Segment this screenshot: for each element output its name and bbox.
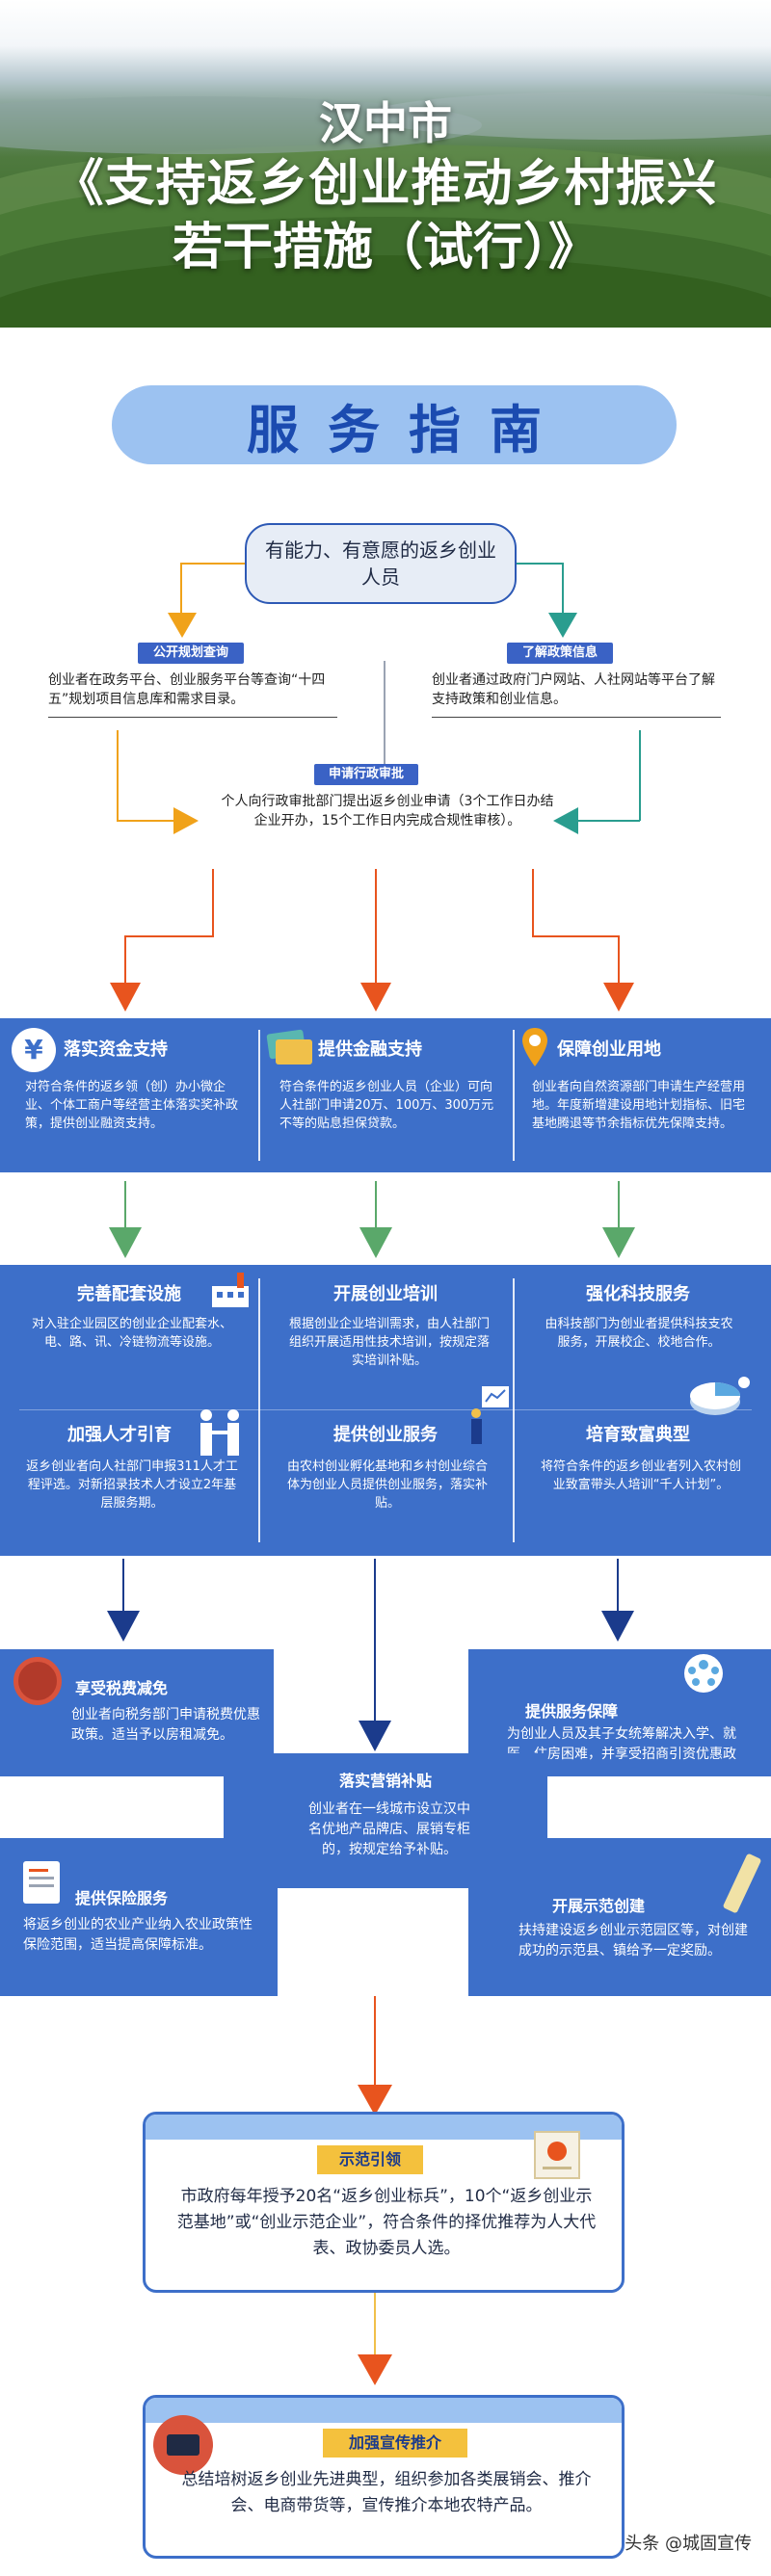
service-title-talent: 加强人才引育 — [67, 1425, 172, 1445]
connector-red-2 — [375, 869, 377, 986]
connector-left-top — [181, 563, 245, 565]
final-box-promotion: 加强宣传推介 总结培树返乡创业先进典型，组织参加各类展销会、推介会、电商带货等，… — [143, 2395, 625, 2559]
connector-right-top — [517, 563, 563, 565]
support-title-funding: 落实资金支持 — [64, 1039, 168, 1060]
tag-admin-approval: 申请行政审批 — [314, 764, 418, 785]
arrow-down-icon — [168, 613, 197, 638]
service-text-training: 根据创业企业培训需求，由人社部门组织开展适用性技术培训，按规定落实培训补贴。 — [288, 1317, 490, 1368]
admin-approval-text: 个人向行政审批部门提出返乡创业申请（3个工作日办结企业开办，15个工作日内完成合… — [221, 794, 554, 828]
bank-card-icon — [266, 1028, 312, 1066]
connector-red-3 — [532, 869, 534, 936]
support-title-finance: 提供金融支持 — [318, 1039, 422, 1060]
arrow-down-icon — [359, 1181, 392, 1258]
arrow-down-icon — [603, 983, 634, 1012]
service-guide-banner: 服务指南 — [112, 385, 677, 464]
benefit-text-insurance: 将返乡创业的农业产业纳入农业政策性保险范围，适当提高保障标准。 — [23, 1917, 253, 1953]
policy-info-text: 创业者通过政府门户网站、人社网站等平台了解支持政策和创业信息。 — [432, 672, 715, 707]
connector-right-down — [562, 563, 564, 617]
scroll-icon — [722, 1853, 762, 1914]
service-text-role-models: 将符合条件的返乡创业者列入农村创业致富带头人培训“千人计划”。 — [540, 1459, 741, 1492]
arrow-down-icon — [360, 983, 391, 1012]
arrow-down-icon — [602, 1181, 635, 1258]
tag-policy-info: 了解政策信息 — [507, 643, 613, 664]
arrow-right-icon — [173, 807, 199, 834]
service-text-talent: 返乡创业者向人社部门申报311人才工程评选。对新招录技术人才设立2年基层服务期。 — [26, 1459, 238, 1511]
benefit-demo: 开展示范创建 扶持建设返乡创业示范园区等，对创建成功的示范县、镇给予一定奖励。 — [468, 1838, 771, 1996]
arrow-down-icon — [359, 1559, 391, 1751]
connector-red-3v — [618, 935, 620, 986]
benefit-title-demo: 开展示范创建 — [551, 1897, 645, 1915]
benefit-text-marketing: 创业者在一线城市设立汉中名优地产品牌店、展销专柜的，按规定给予补贴。 — [308, 1801, 470, 1857]
arrow-left-icon — [553, 807, 578, 834]
document-icon — [23, 1861, 60, 1904]
title-line-2: 《支持返乡创业推动乡村振兴 — [53, 155, 718, 213]
benefit-title-marketing: 落实营销补贴 — [338, 1772, 432, 1790]
arrow-down-icon — [109, 1181, 142, 1258]
connector-right-in — [578, 820, 640, 822]
support-text-funding: 对符合条件的返乡领（创）办小微企业、个体工商户等经营主体落实奖补政策，提供创业融… — [25, 1080, 239, 1131]
arrow-down-icon — [107, 1559, 140, 1642]
title-line-3: 若干措施（试行）》 — [172, 219, 598, 276]
connector-red-1v — [124, 935, 126, 986]
service-title-technology: 强化科技服务 — [586, 1284, 690, 1304]
services-band: 完善配套设施 对入驻企业园区的创业企业配套水、电、路、讯、冷链物流等设施。 开展… — [0, 1265, 771, 1556]
service-title-training: 开展创业培训 — [333, 1284, 438, 1304]
connector-left-down — [180, 563, 182, 617]
arrow-down-icon — [358, 1996, 392, 2116]
start-node-text: 有能力、有意愿的返乡创业人员 — [265, 539, 496, 589]
benefit-text-demo: 扶持建设返乡创业示范园区等，对创建成功的示范县、镇给予一定奖励。 — [518, 1923, 748, 1958]
final-text-demonstration: 市政府每年授予20名“返乡创业标兵”，10个“返乡创业示范基地”或“创业示范企业… — [176, 2187, 597, 2258]
support-band: ¥ 落实资金支持 对符合条件的返乡领（创）办小微企业、个体工商户等经营主体落实奖… — [0, 1018, 771, 1172]
connector-right-lower — [639, 730, 641, 821]
banner-title: 服务指南 — [247, 399, 571, 460]
final-text-promotion: 总结培树返乡创业先进典型，组织参加各类展销会、推介会、电商带货等，宣传推介本地农… — [181, 2470, 592, 2515]
arrow-down-icon — [548, 613, 577, 638]
final-tag-promotion: 加强宣传推介 — [323, 2429, 467, 2458]
benefit-title-guarantee: 提供服务保障 — [524, 1702, 618, 1721]
underline-right — [432, 717, 721, 718]
underline-left — [48, 717, 337, 718]
planning-query-text: 创业者在政务平台、创业服务平台等查询“十四五”规划项目信息库和需求目录。 — [48, 672, 326, 707]
footer-watermark: 头条 @城固宣传 — [625, 2534, 752, 2554]
service-text-facilities: 对入驻企业园区的创业企业配套水、电、路、讯、冷链物流等设施。 — [31, 1317, 232, 1350]
service-text-startup: 由农村创业孵化基地和乡村创业综合体为创业人员提供创业服务，落实补贴。 — [286, 1459, 488, 1511]
promotion-icon — [153, 2415, 213, 2475]
benefit-insurance: 提供保险服务 将返乡创业的农业产业纳入农业政策性保险范围，适当提高保障标准。 — [0, 1838, 278, 1996]
connector-center — [384, 661, 386, 765]
location-pin-icon — [520, 1026, 549, 1068]
service-title-startup: 提供创业服务 — [333, 1425, 438, 1445]
service-title-facilities: 完善配套设施 — [77, 1284, 181, 1304]
certificate-icon — [531, 2128, 583, 2184]
header-banner: 汉中市 《支持返乡创业推动乡村振兴 若干措施（试行）》 — [0, 0, 771, 328]
start-node: 有能力、有意愿的返乡创业人员 — [245, 523, 517, 604]
arrow-down-icon — [110, 983, 141, 1012]
yen-icon: ¥ — [12, 1028, 56, 1072]
support-title-land: 保障创业用地 — [557, 1039, 661, 1060]
service-title-role-models: 培育致富典型 — [586, 1425, 690, 1445]
arrow-down-icon — [358, 2293, 392, 2385]
final-tag-demonstration: 示范引领 — [317, 2145, 423, 2174]
connector-left-in — [117, 820, 176, 822]
connector-left-lower — [117, 730, 119, 821]
connector-red-1 — [212, 869, 214, 936]
benefit-title-insurance: 提供保险服务 — [75, 1889, 169, 1907]
service-text-technology: 由科技部门为创业者提供科技支农服务，开展校企、校地合作。 — [545, 1317, 733, 1350]
title-line-1: 汉中市 — [319, 97, 452, 149]
pie-chart-icon — [686, 1373, 754, 1419]
benefit-title-tax: 享受税费减免 — [75, 1679, 169, 1697]
support-text-finance: 符合条件的返乡创业人员（企业）可向人社部门申请20万、100万、300万元不等的… — [279, 1080, 494, 1131]
support-text-land: 创业者向自然资源部门申请生产经营用地。年度新增建设用地计划指标、旧宅基地腾退等节… — [532, 1080, 746, 1131]
page-title: 汉中市 《支持返乡创业推动乡村振兴 若干措施（试行）》 — [0, 94, 771, 279]
handshake-icon — [193, 1407, 247, 1459]
factory-icon — [210, 1271, 251, 1309]
presenter-icon — [468, 1380, 511, 1448]
connector-red-1h — [125, 935, 214, 937]
seal-icon — [13, 1657, 62, 1705]
final-box-demonstration: 示范引领 市政府每年授予20名“返乡创业标兵”，10个“返乡创业示范基地”或“创… — [143, 2112, 625, 2293]
tag-planning-query: 公开规划查询 — [138, 643, 244, 664]
connector-red-3h — [532, 935, 619, 937]
arrow-down-icon — [601, 1559, 634, 1642]
benefit-text-tax: 创业者向税务部门申请税费优惠政策。适当予以房租减免。 — [71, 1707, 260, 1743]
people-group-icon — [675, 1651, 732, 1695]
